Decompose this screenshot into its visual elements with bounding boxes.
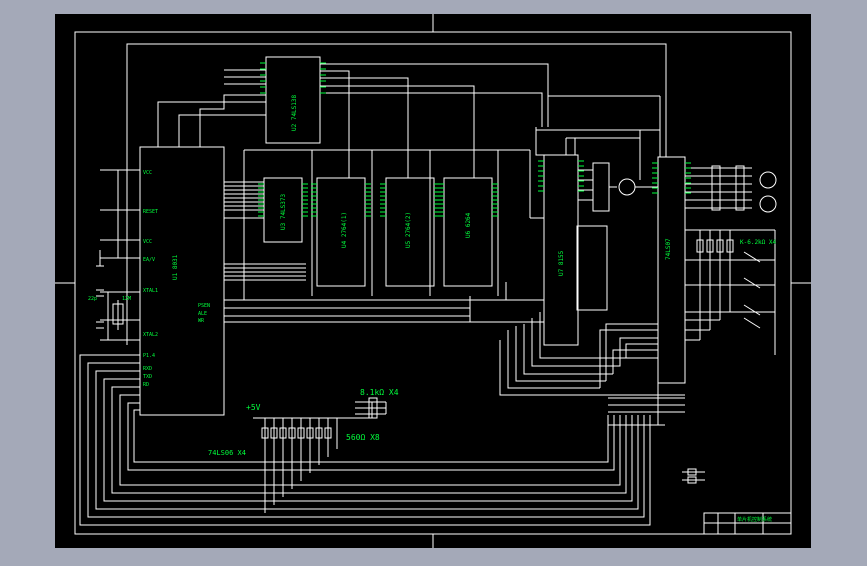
chip-u8-body: [657, 156, 686, 384]
u1-pin-ale: ALE: [198, 311, 207, 317]
label-cap: 22p: [88, 296, 97, 302]
label-resistor-bottom: 560Ω X8: [346, 433, 380, 442]
chip-u4-label: U4 2764(1): [341, 212, 348, 248]
chip-u7-body: [543, 154, 579, 346]
chip-u2-label: U2 74LS138: [291, 94, 298, 131]
chip-u5-body: [385, 177, 435, 287]
u1-pin-vcc: VCC: [143, 239, 152, 245]
u1-pin-reset: RESET: [143, 209, 158, 215]
label-inverter: 74LS06 X4: [208, 449, 246, 457]
label-crystal: 12M: [122, 296, 131, 302]
u1-pin-rd: RD: [143, 382, 149, 388]
u1-pin-wr: WR: [198, 318, 205, 324]
chip-u6-label: U6 6264: [465, 212, 472, 238]
label-switch-array: K-6.2kΩ X4: [740, 239, 777, 246]
chip-u1-label: U1 8031: [172, 254, 179, 280]
u1-pin-ea: EA/V: [143, 257, 155, 263]
u1-pin-p14: P1.4: [143, 353, 155, 359]
chip-u8-label: 74LS07: [665, 238, 672, 260]
svg-text:VCC: VCC: [143, 170, 152, 176]
chip-u5-label: U5 2764(2): [405, 212, 412, 248]
u1-pin-xtal1: XTAL1: [143, 288, 158, 294]
u1-pin-txd: TXD: [143, 374, 152, 380]
chip-u7-label: U7 8155: [558, 250, 565, 276]
sheet-background: [55, 14, 811, 548]
chip-u3-label: U3 74LS373: [280, 193, 287, 230]
u1-pin-xtal2: XTAL2: [143, 332, 158, 338]
chip-u1-body: [139, 146, 225, 416]
u1-pin-psen: PSEN: [198, 303, 210, 309]
label-title-block: 单片机控制系统: [737, 516, 772, 523]
chip-u2-body: [265, 56, 321, 144]
chip-u6-body: [443, 177, 493, 287]
chip-u4-body: [316, 177, 366, 287]
u1-pin-rxd: RXD: [143, 366, 152, 372]
label-plus5v: +5V: [246, 403, 261, 412]
label-resistor-top: 8.1kΩ X4: [360, 388, 399, 397]
